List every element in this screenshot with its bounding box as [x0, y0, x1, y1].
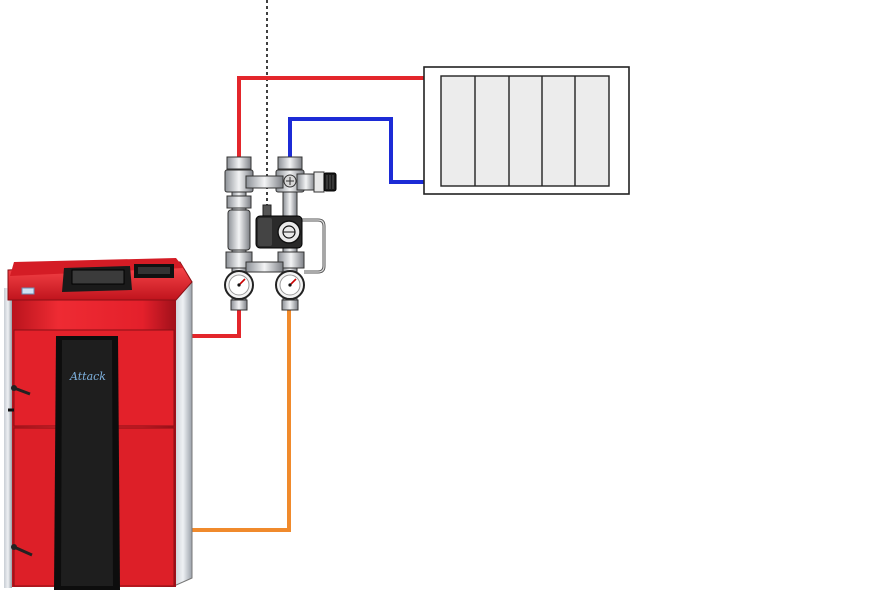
supply-pipe-from-boiler: [192, 305, 241, 338]
return-pipe-from-radiator: [288, 117, 424, 184]
return-pipe-to-boiler: [192, 305, 291, 532]
boiler-door-handle: [11, 544, 33, 557]
thermometer-gauge-icon: [224, 270, 254, 300]
supply-pipe-to-radiator: [237, 76, 424, 160]
radiator: [423, 66, 630, 195]
circulation-pump-icon: [255, 215, 303, 249]
boiler-door-handle: [11, 385, 31, 396]
mixing-valve-icon: [283, 171, 337, 193]
pipes: [192, 76, 424, 532]
pump-group: [224, 156, 337, 311]
thermometer-gauge-icon: [275, 270, 305, 300]
boiler: Attack: [4, 258, 193, 590]
boiler-control-panel: [62, 264, 174, 292]
boiler-brand-label: Attack: [69, 370, 106, 383]
